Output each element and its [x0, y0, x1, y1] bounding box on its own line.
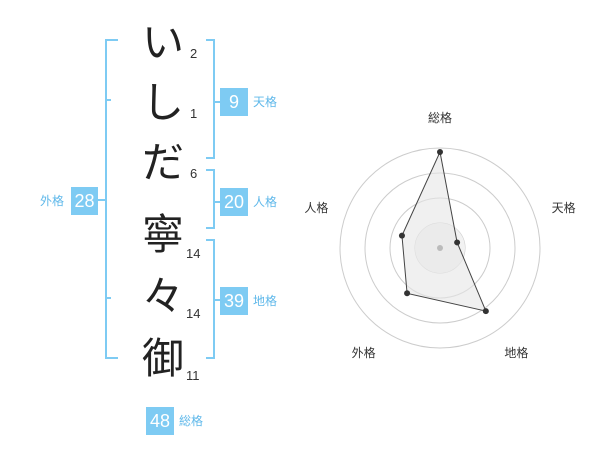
- chikaku-bracket: [206, 239, 215, 359]
- radar-point: [404, 290, 411, 297]
- radar-point: [398, 232, 405, 239]
- name-char: い: [141, 18, 184, 67]
- gaikaku-bracket: [105, 39, 118, 359]
- soukaku-label: 総格: [179, 414, 204, 428]
- radar-point: [454, 239, 461, 246]
- stroke-count: 6: [190, 166, 198, 181]
- jinkaku-label: 人格: [253, 195, 278, 209]
- stroke-count: 14: [186, 246, 201, 261]
- stroke-count: 2: [190, 46, 198, 61]
- tenkaku-label: 天格: [253, 95, 278, 109]
- tenkaku-bracket: [206, 39, 215, 159]
- tenkaku-value-badge: 9: [220, 88, 248, 116]
- radar-axis-label: 外格: [352, 345, 376, 360]
- name-char: 御: [141, 334, 184, 383]
- name-char: 々: [141, 272, 184, 321]
- radar-grid-ring: [339, 147, 541, 349]
- name-char: 寧: [141, 210, 184, 259]
- radar-axis-label: 天格: [552, 200, 576, 215]
- jinkaku-value-badge: 20: [220, 188, 248, 216]
- name-char: し: [141, 78, 184, 127]
- radar-axis-label: 人格: [304, 200, 328, 215]
- radar-point: [482, 308, 489, 315]
- radar-axis-label: 地格: [504, 345, 528, 360]
- radar-axis-label: 総格: [428, 110, 452, 125]
- stroke-count: 14: [186, 306, 201, 321]
- radar-point: [437, 149, 443, 155]
- stroke-count: 11: [186, 368, 200, 383]
- chikaku-value-badge: 39: [220, 287, 248, 315]
- gaikaku-label: 外格: [40, 194, 65, 208]
- radar-series-polygon: [401, 150, 487, 312]
- jinkaku-bracket: [206, 169, 215, 229]
- name-char: だ: [141, 138, 184, 187]
- stroke-count: 1: [190, 106, 198, 121]
- soukaku-value-badge: 48: [146, 407, 174, 435]
- radar-center-point: [437, 245, 443, 251]
- gaikaku-value-badge: 28: [71, 187, 98, 215]
- chikaku-label: 地格: [253, 294, 278, 308]
